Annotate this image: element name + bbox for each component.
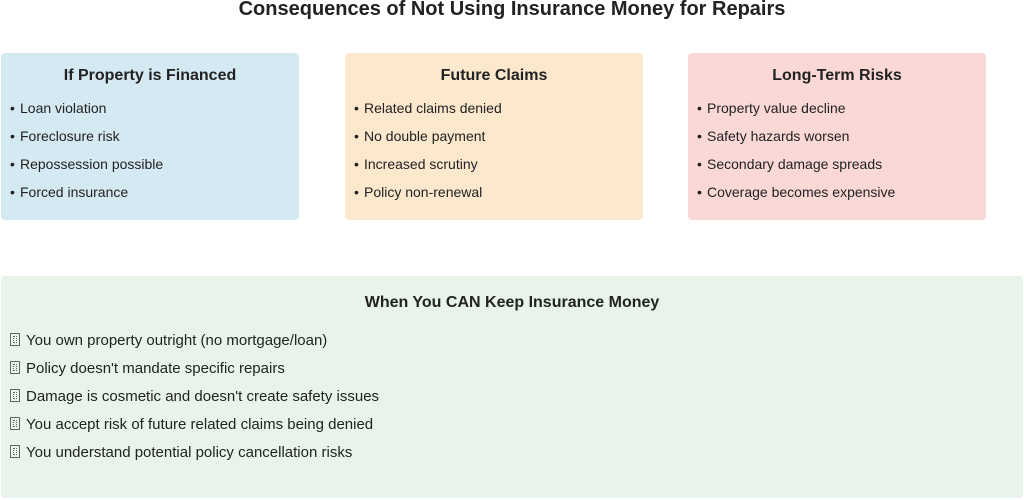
list-item: •Safety hazards worsen <box>697 128 850 144</box>
list-item: •Increased scrutiny <box>354 156 478 172</box>
bullet-icon: • <box>10 128 15 144</box>
list-item: •Loan violation <box>10 100 107 116</box>
diagram-title: Consequences of Not Using Insurance Mone… <box>238 0 786 20</box>
bullet-icon: • <box>697 128 702 144</box>
list-item: You accept risk of future related claims… <box>10 416 379 444</box>
bullet-icon: • <box>354 184 359 200</box>
bullet-icon: • <box>10 156 15 172</box>
card-title: If Property is Financed <box>63 67 237 84</box>
card-financed: If Property is Financed •Loan violation … <box>1 53 299 220</box>
card-list: •Property value decline •Safety hazards … <box>697 99 895 211</box>
card-title: Long-Term Risks <box>772 67 902 84</box>
list-item: Policy doesn't mandate specific repairs <box>10 360 379 388</box>
list-item: Damage is cosmetic and doesn't create sa… <box>10 388 379 416</box>
card-list: •Related claims denied •No double paymen… <box>354 99 502 211</box>
checkbox-icon <box>10 417 20 430</box>
list-item: •Property value decline <box>697 100 846 116</box>
bullet-icon: • <box>354 128 359 144</box>
bullet-icon: • <box>354 100 359 116</box>
card-long-term-risks: Long-Term Risks •Property value decline … <box>688 53 986 220</box>
card-title: Future Claims <box>440 67 548 84</box>
list-item: •No double payment <box>354 128 486 144</box>
keep-money-panel: When You CAN Keep Insurance Money You ow… <box>1 276 1023 498</box>
card-future-claims: Future Claims •Related claims denied •No… <box>345 53 643 220</box>
list-item: •Policy non-renewal <box>354 184 483 200</box>
keep-money-list: You own property outright (no mortgage/l… <box>10 332 379 472</box>
bullet-icon: • <box>10 184 15 200</box>
bullet-icon: • <box>354 156 359 172</box>
list-item: •Repossession possible <box>10 156 164 172</box>
list-item: You own property outright (no mortgage/l… <box>10 332 379 360</box>
checkbox-icon <box>10 333 20 346</box>
checkbox-icon <box>10 361 20 374</box>
bullet-icon: • <box>10 100 15 116</box>
list-item: •Forced insurance <box>10 184 129 200</box>
keep-money-title: When You CAN Keep Insurance Money <box>364 294 660 311</box>
bullet-icon: • <box>697 100 702 116</box>
bullet-icon: • <box>697 184 702 200</box>
list-item: •Related claims denied <box>354 100 502 116</box>
list-item: •Coverage becomes expensive <box>697 184 896 200</box>
checkbox-icon <box>10 445 20 458</box>
card-list: •Loan violation •Foreclosure risk •Repos… <box>10 99 163 211</box>
list-item: •Foreclosure risk <box>10 128 120 144</box>
list-item: You understand potential policy cancella… <box>10 444 379 472</box>
bullet-icon: • <box>697 156 702 172</box>
list-item: •Secondary damage spreads <box>697 156 883 172</box>
checkbox-icon <box>10 389 20 402</box>
